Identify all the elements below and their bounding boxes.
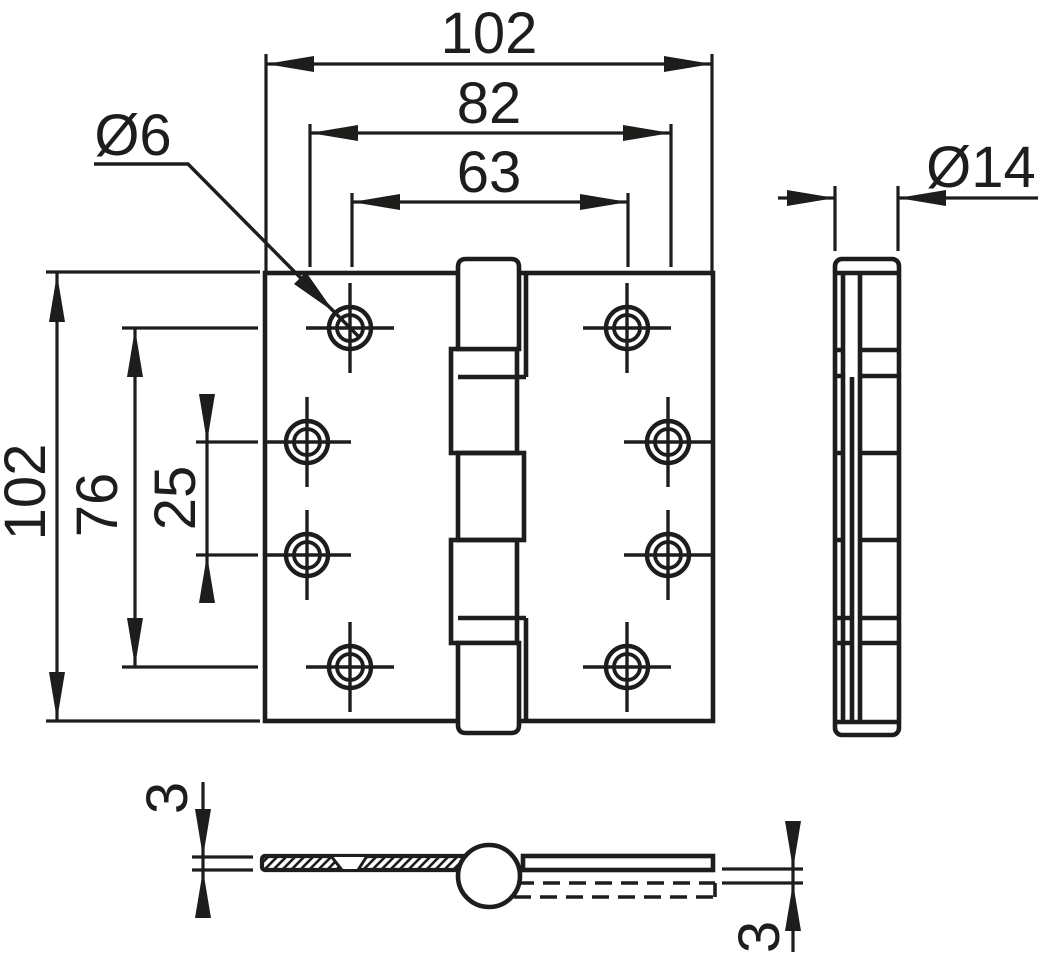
arrow-up-icon bbox=[49, 274, 65, 322]
dim-label-knuckle-diameter: Ø14 bbox=[926, 135, 1036, 200]
arrow-right-icon bbox=[787, 190, 835, 206]
arrow-up-icon bbox=[195, 870, 211, 918]
dim-label-outer-hole-spacing: 82 bbox=[457, 71, 522, 136]
knuckle-5 bbox=[455, 640, 522, 736]
arrow-up-icon bbox=[199, 555, 215, 603]
dim-label-overall-height: 102 bbox=[0, 444, 58, 541]
knuckle-1 bbox=[455, 256, 522, 352]
dim-label-screw-hole-diameter: Ø6 bbox=[94, 103, 171, 168]
side-view-inner-lines bbox=[835, 270, 899, 725]
arrow-left-icon bbox=[310, 125, 358, 141]
dim-outer-row-spacing: 76 bbox=[65, 326, 258, 669]
arrow-down-icon bbox=[49, 672, 65, 720]
dim-overall-width: 102 bbox=[264, 1, 714, 272]
dim-label-middle-row-spacing: 25 bbox=[143, 466, 208, 531]
arrow-right-icon bbox=[664, 56, 712, 72]
dim-label-folded-leaf-thickness: 3 bbox=[727, 921, 792, 953]
dim-middle-row-spacing: 25 bbox=[143, 394, 258, 603]
dim-label-overall-width: 102 bbox=[441, 1, 538, 66]
knuckle-sleeve-bottom bbox=[458, 615, 529, 721]
knuckle-sleeve-top bbox=[458, 273, 529, 380]
dim-label-outer-row-spacing: 76 bbox=[65, 473, 130, 538]
arrow-down-icon bbox=[785, 821, 801, 869]
knuckle-pin-section bbox=[455, 842, 523, 910]
front-view bbox=[263, 256, 716, 736]
arrow-down-icon bbox=[195, 809, 211, 857]
section-view bbox=[259, 842, 717, 910]
arrow-left-icon bbox=[352, 194, 400, 210]
dim-leaf-thickness-left: 3 bbox=[135, 782, 253, 918]
dim-label-leaf-thickness: 3 bbox=[135, 782, 200, 814]
callout-screw-hole-diameter: Ø6 bbox=[94, 103, 362, 340]
countersink-edges bbox=[329, 855, 369, 871]
side-view bbox=[832, 256, 902, 738]
dim-inner-hole-spacing: 63 bbox=[350, 140, 630, 267]
sectioned-leaf bbox=[259, 853, 478, 873]
arrow-up-icon bbox=[127, 329, 143, 377]
arrow-up-icon bbox=[785, 883, 801, 931]
hinge-barrel bbox=[448, 256, 529, 736]
folded-leaf-phantom bbox=[514, 881, 717, 899]
arrow-right-icon bbox=[623, 125, 671, 141]
arrow-left-icon bbox=[898, 190, 946, 206]
arrow-down-icon bbox=[127, 618, 143, 666]
side-view-knuckle-joints bbox=[835, 347, 899, 646]
dim-knuckle-diameter: Ø14 bbox=[778, 135, 1038, 251]
arrow-right-icon bbox=[580, 194, 628, 210]
dim-leaf-thickness-right: 3 bbox=[722, 821, 803, 953]
dim-overall-height: 102 bbox=[0, 270, 260, 723]
arrow-left-icon bbox=[266, 56, 314, 72]
dim-outer-hole-spacing: 82 bbox=[308, 71, 673, 267]
arrow-down-icon bbox=[199, 394, 215, 442]
leader-arrow-icon bbox=[294, 272, 334, 312]
dim-label-inner-hole-spacing: 63 bbox=[457, 140, 522, 205]
open-leaf bbox=[520, 853, 716, 873]
